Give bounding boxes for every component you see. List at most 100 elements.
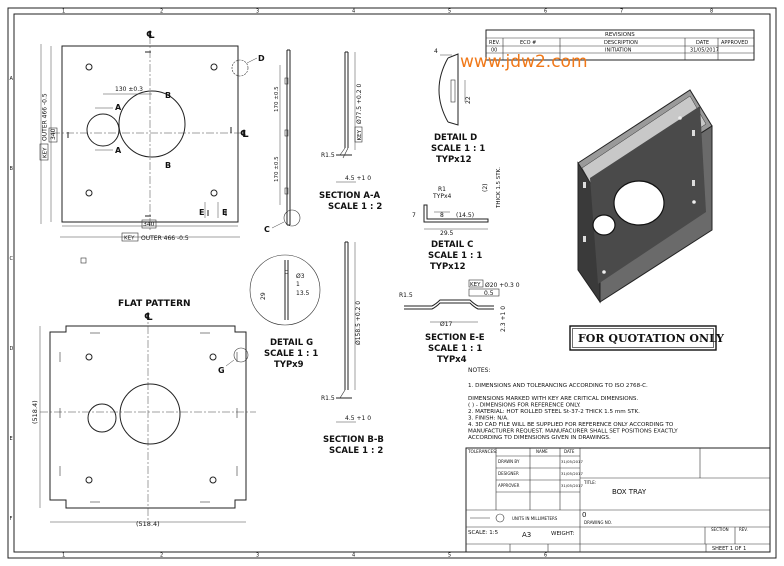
stamp-frame: [569, 325, 717, 351]
note-line: 3. FINISH: N/A.: [468, 416, 509, 422]
title-block: TOLERANCES: NAME DATE DRAWN BY DESIGNER …: [465, 447, 771, 553]
section-aa-title: SECTION A-A: [319, 191, 381, 201]
detail-d-qty: TYPx12: [436, 155, 472, 165]
zone-num: 2: [160, 9, 163, 15]
dim-thick: THICK 1.5 STK.: [496, 167, 502, 209]
detail-d-callout: [231, 59, 249, 77]
dim-170a: 170 ±0.5: [274, 86, 280, 112]
mount-hole: [210, 189, 218, 197]
centerline-mark: ℄: [146, 30, 155, 41]
dim-dia: Ø77.5 +0.2 0: [356, 84, 363, 124]
dim-4: 4: [434, 48, 438, 55]
key-box: [468, 279, 484, 288]
top-view: ℄ ℄ 130 ±0.3 A A B B D E E 340 KEY OU: [39, 30, 265, 264]
small-hole: [86, 113, 120, 147]
detail-label-c: C: [264, 225, 270, 234]
mount-hole: [85, 476, 93, 484]
revisions-title: REVISIONS: [605, 32, 635, 38]
tb-date: 31/05/2017: [561, 471, 583, 476]
zone-num: 1: [62, 9, 65, 15]
note-line: ( ) - DIMENSIONS FOR REFERENCE ONLY.: [468, 403, 581, 409]
tb-drawn-by: DRAWN BY: [498, 459, 520, 464]
tb-drawing-no-label: DRAWING NO.: [584, 520, 612, 525]
key-label: KEY: [124, 236, 135, 242]
dim-dia20: Ø20 +0.3 0: [485, 282, 520, 289]
revisions-header: APPROVED: [721, 40, 748, 46]
border-zone-numbers: 1 2 3 4 5 6 7 8 1 2 3 4 5 6: [62, 9, 713, 559]
key-box: [121, 232, 139, 242]
notes: NOTES: 1. DIMENSIONS AND TOLERANCING ACC…: [468, 367, 678, 441]
tb-units: UNITS IN MILLIMETERS: [512, 516, 558, 521]
dim-typ4: TYPx4: [432, 193, 451, 200]
mount-hole: [85, 353, 93, 361]
tb-date-col: DATE: [564, 449, 575, 454]
tab: [284, 129, 289, 137]
revisions-frame: [485, 29, 755, 61]
dim-r: R1.5: [321, 152, 335, 159]
tb-title-label: TITLE:: [583, 480, 596, 485]
detail-g-hole: [284, 270, 289, 274]
iso-mount-hole: [602, 270, 606, 274]
mount-hole: [210, 63, 218, 71]
detail-d: 22 4 DETAIL D SCALE 1 : 1 TYPx12: [431, 48, 485, 165]
note-line: 4. 3D CAD FILE WILL BE SUPPLIED FOR REFE…: [468, 422, 674, 428]
tb-designer: DESIGNER: [498, 471, 519, 476]
tb-tolerances: TOLERANCES:: [467, 449, 497, 454]
detail-c-qty: TYPx12: [430, 262, 466, 272]
zone-num: 6: [544, 553, 547, 559]
outer-border: [7, 7, 777, 559]
dim-outer-left: OUTER 466 -0.5: [42, 93, 49, 141]
tb-section-label: SECTION: [711, 527, 729, 532]
dim-17: Ø17: [440, 321, 453, 328]
section-label-e: E: [222, 208, 227, 217]
section-ee-profile: [404, 302, 494, 310]
dim-outer-bottom: OUTER 466 -0.5: [141, 235, 189, 242]
dim-box: [141, 219, 157, 229]
title-block-frame: [465, 447, 771, 553]
dim-29: 29: [260, 292, 267, 300]
revisions-cell: INITIATION: [605, 48, 632, 54]
tb-approver: APPROVER: [498, 483, 520, 488]
section-bb: Ø158.5 +0.2 0 R1.5 4.5 +1 0 SECTION B-B …: [321, 241, 384, 456]
section-ee-profile: [404, 299, 494, 307]
detail-c-callout: [283, 209, 301, 227]
detail-c: R1 TYPx4 (2) THICK 1.5 STK. 7 8 (14.5) 2…: [412, 167, 502, 272]
projection-symbol: [495, 513, 505, 523]
dim-hole-spacing: 130 ±0.3: [115, 86, 143, 93]
tb-drawing-no: 0: [582, 511, 586, 519]
dim-2: (2): [482, 184, 489, 193]
mount-hole: [209, 476, 217, 484]
tb-size: A3: [522, 531, 531, 539]
leader: [225, 359, 235, 367]
section-label-e: E: [199, 208, 204, 217]
mount-hole: [85, 189, 93, 197]
tab: [284, 77, 289, 85]
dim-05: 0.5: [484, 290, 494, 297]
iso-small-hole: [592, 214, 616, 236]
detail-label-d: D: [258, 54, 265, 63]
section-bend: [342, 147, 349, 159]
iso-slot: [692, 180, 695, 186]
revisions-cell: 00: [491, 48, 497, 54]
dim-8: 8: [440, 212, 444, 219]
note-line: 2. MATERIAL: HOT ROLLED STEEL St-37-2 TH…: [468, 409, 640, 415]
inner-border: [13, 13, 771, 553]
section-bend: [339, 147, 346, 156]
section-aa-scale: SCALE 1 : 2: [328, 202, 382, 212]
datum-mark: [80, 257, 87, 264]
zone-num: 1: [62, 553, 65, 559]
leader: [271, 221, 285, 229]
stamp-inner-frame: [572, 328, 714, 348]
section-bb-scale: SCALE 1 : 2: [329, 446, 383, 456]
note-line: DIMENSIONS MARKED WITH KEY ARE CRITICAL …: [468, 396, 638, 402]
dim-45: 4.5 +1 0: [345, 175, 371, 182]
flat-pattern: FLAT PATTERN ℄ G (518.4) (518.4): [31, 299, 256, 528]
tb-scale: SCALE: 1:5: [468, 530, 499, 536]
dim-7: 7: [412, 212, 416, 219]
tolerance-frame: [468, 288, 500, 297]
revisions-header: DESCRIPTION: [604, 40, 638, 46]
detail-g-callout: [233, 347, 249, 363]
iso-mount-hole: [692, 200, 696, 204]
mount-hole: [85, 63, 93, 71]
